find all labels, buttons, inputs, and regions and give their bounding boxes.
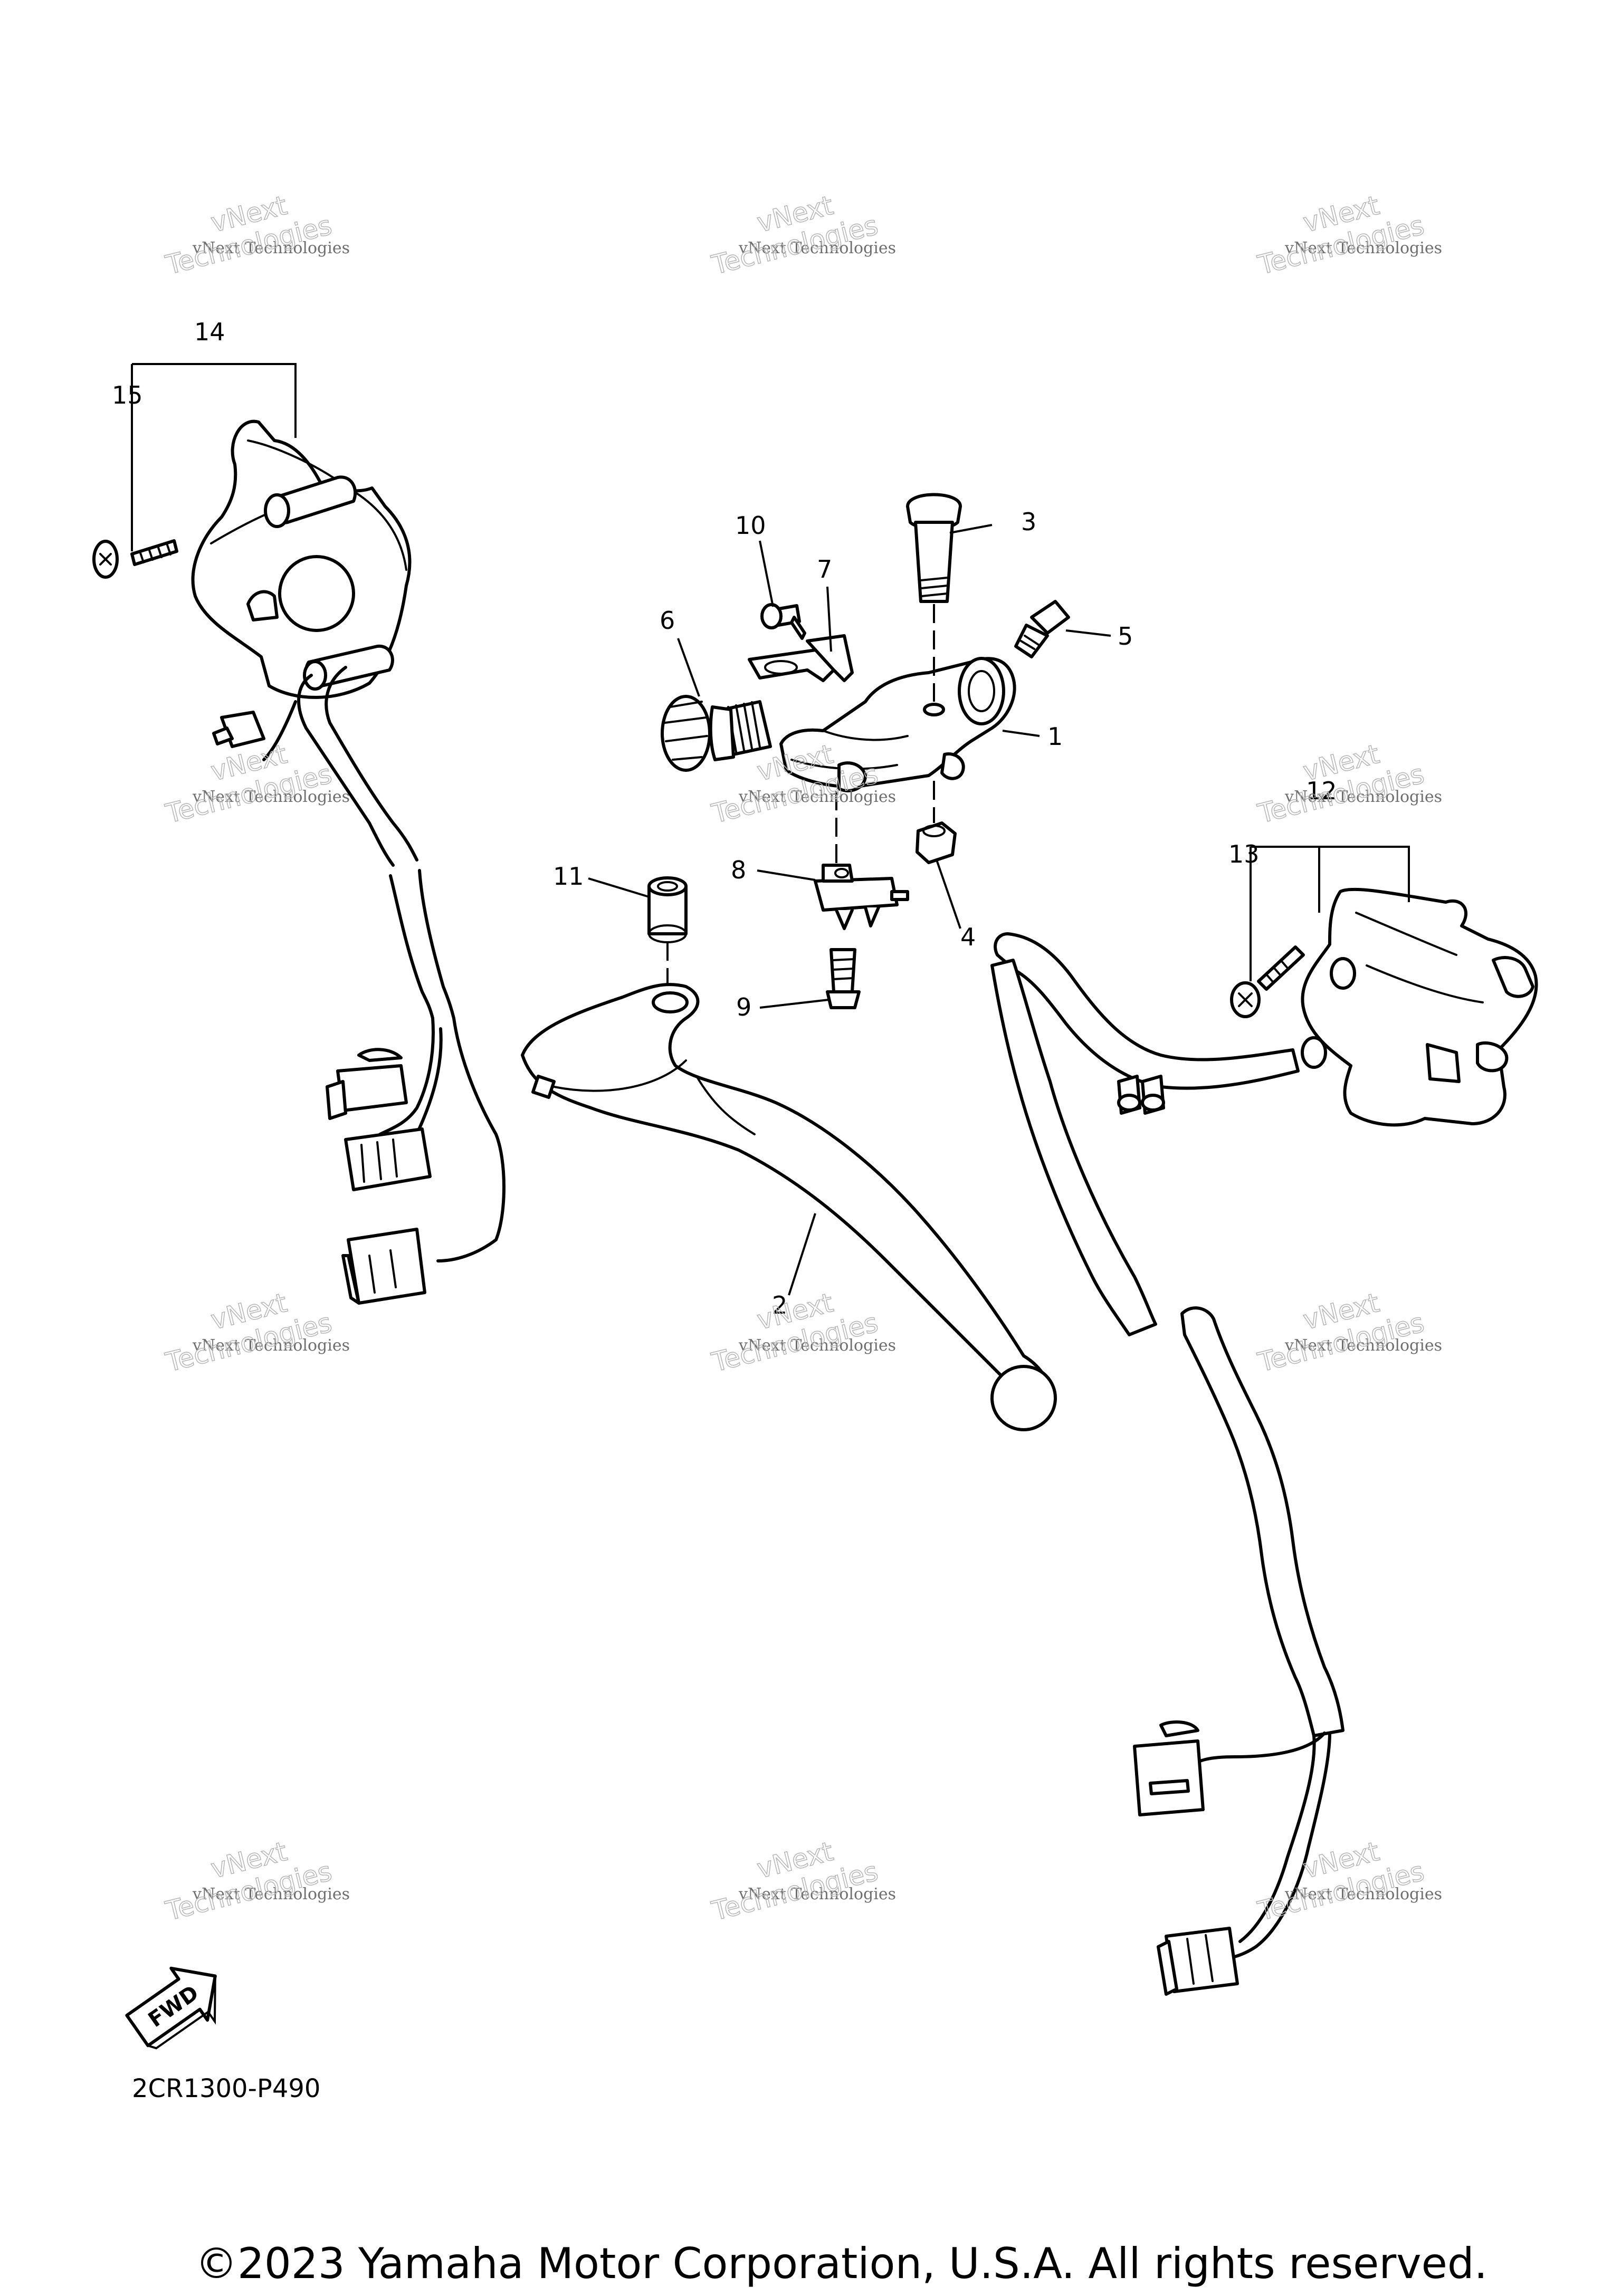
watermark-8: vNext vNext Technologies Technologies xyxy=(708,1287,896,1378)
callout-12: 12 xyxy=(1306,777,1337,805)
svg-text:vNext Technologies: vNext Technologies xyxy=(738,1336,896,1355)
callout-11: 11 xyxy=(553,862,584,891)
diagram-code: 2CR1300-P490 xyxy=(132,2074,320,2103)
svg-text:vNext Technologies: vNext Technologies xyxy=(738,788,896,806)
watermark-1: vNext vNext Technologies Technologies xyxy=(162,189,350,281)
svg-text:vNext Technologies: vNext Technologies xyxy=(1284,239,1442,257)
left-handlebar-switch xyxy=(191,419,412,699)
lever-holder-1 xyxy=(779,657,1016,792)
leader-lines xyxy=(131,363,1410,1296)
watermark-11: vNext vNext Technologies Technologies xyxy=(708,1835,896,1927)
callout-9: 9 xyxy=(736,993,751,1021)
left-wire-harness xyxy=(212,666,506,1305)
svg-text:vNext Technologies: vNext Technologies xyxy=(1284,788,1442,806)
callout-6: 6 xyxy=(660,606,675,635)
watermark-10: vNext vNext Technologies Technologies xyxy=(162,1835,350,1927)
collar-11 xyxy=(647,876,688,997)
nut-4 xyxy=(916,781,957,864)
lever-2 xyxy=(521,983,1057,1431)
svg-text:vNext Technologies: vNext Technologies xyxy=(1284,1336,1442,1355)
svg-text:vNext Technologies: vNext Technologies xyxy=(738,1885,896,1903)
callout-numbers: 1 2 3 4 5 6 7 8 9 10 11 12 13 14 15 xyxy=(112,318,1337,1319)
bolt-5 xyxy=(1014,600,1070,658)
watermark-6: vNext vNext Technologies Technologies xyxy=(1254,738,1442,829)
svg-text:vNext Technologies: vNext Technologies xyxy=(192,239,350,257)
watermark-12: vNext vNext Technologies Technologies xyxy=(1254,1835,1442,1927)
callout-5: 5 xyxy=(1118,622,1133,650)
forward-arrow-icon: FWD xyxy=(125,1966,217,2050)
bracket-7 xyxy=(748,634,854,682)
callout-7: 7 xyxy=(817,555,832,583)
callout-8: 8 xyxy=(731,856,746,884)
screw-13 xyxy=(1230,945,1305,1018)
screw-10 xyxy=(760,603,806,640)
svg-text:vNext Technologies: vNext Technologies xyxy=(192,1885,350,1903)
adjuster-6 xyxy=(661,695,772,772)
callout-13: 13 xyxy=(1228,840,1260,868)
switch-8 xyxy=(814,791,909,930)
watermark-3: vNext vNext Technologies Technologies xyxy=(1254,189,1442,281)
callout-1: 1 xyxy=(1047,722,1063,751)
watermark-2: vNext vNext Technologies Technologies xyxy=(708,189,896,281)
callout-14: 14 xyxy=(194,318,225,346)
watermark-9: vNext vNext Technologies Technologies xyxy=(1254,1287,1442,1378)
screw-15 xyxy=(92,539,178,579)
callout-10: 10 xyxy=(735,511,766,540)
watermark-7: vNext vNext Technologies Technologies xyxy=(162,1287,350,1378)
copyright-notice: ©2023 Yamaha Motor Corporation, U.S.A. A… xyxy=(195,2239,1487,2288)
svg-text:vNext Technologies: vNext Technologies xyxy=(192,1336,350,1355)
svg-text:vNext Technologies: vNext Technologies xyxy=(192,788,350,806)
callout-2: 2 xyxy=(772,1291,787,1319)
callout-4: 4 xyxy=(960,923,976,951)
callout-3: 3 xyxy=(1021,508,1036,536)
right-wire-harness xyxy=(990,932,1345,1996)
svg-text:vNext Technologies: vNext Technologies xyxy=(1284,1885,1442,1903)
callout-15: 15 xyxy=(112,381,143,409)
right-handlebar-switch xyxy=(1301,887,1538,1127)
svg-text:vNext Technologies: vNext Technologies xyxy=(738,239,896,257)
screw-9 xyxy=(826,948,861,1009)
bolt-3 xyxy=(906,493,962,702)
